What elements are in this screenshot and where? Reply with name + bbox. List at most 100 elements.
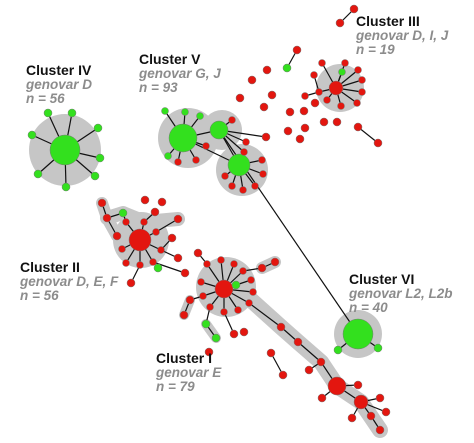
node-c11 bbox=[310, 71, 318, 79]
node-iv4 bbox=[95, 153, 105, 163]
node-s9 bbox=[285, 107, 295, 117]
cluster-ii-count: n = 56 bbox=[20, 287, 59, 303]
cluster-iii-label: Cluster III genovar D, I, J n = 19 bbox=[356, 14, 448, 57]
node-s5 bbox=[262, 65, 272, 75]
node-k7 bbox=[375, 425, 385, 435]
edge bbox=[248, 302, 282, 328]
node-k6 bbox=[366, 411, 376, 421]
node-b20 bbox=[126, 278, 136, 288]
node-d18 bbox=[179, 310, 189, 320]
node-b17 bbox=[167, 233, 177, 243]
cluster-ii-genovar: genovar D, E, F bbox=[20, 273, 119, 289]
node-d2 bbox=[217, 256, 225, 264]
node-b4 bbox=[157, 246, 165, 254]
node-k3 bbox=[316, 357, 326, 367]
node-v2 bbox=[209, 120, 229, 140]
node-c7 bbox=[337, 102, 345, 110]
node-vm bbox=[228, 182, 236, 190]
node-d10 bbox=[206, 303, 214, 311]
node-b21 bbox=[153, 263, 163, 273]
cluster-iii-name: Cluster III bbox=[356, 13, 420, 29]
network-nodes bbox=[27, 4, 391, 435]
node-iv8 bbox=[27, 130, 37, 140]
node-c6 bbox=[353, 99, 361, 107]
node-d22 bbox=[229, 329, 239, 339]
node-vj bbox=[242, 138, 250, 146]
cluster-i-count: n = 79 bbox=[156, 378, 195, 394]
node-d8 bbox=[234, 306, 242, 314]
node-s10 bbox=[300, 123, 310, 133]
node-s16 bbox=[310, 98, 320, 108]
cluster-v-genovar: genovar G, J bbox=[139, 65, 221, 81]
node-v3 bbox=[227, 153, 251, 177]
node-iii bbox=[328, 80, 344, 96]
node-s14 bbox=[259, 102, 269, 112]
cluster-iv-genovar: genovar D bbox=[26, 76, 93, 92]
node-s19 bbox=[373, 138, 383, 148]
node-c9 bbox=[315, 88, 323, 96]
node-ii bbox=[128, 228, 152, 252]
node-k14 bbox=[266, 348, 276, 358]
node-d11 bbox=[199, 292, 207, 300]
node-i1 bbox=[214, 279, 234, 299]
node-b5 bbox=[149, 258, 157, 266]
node-k5 bbox=[353, 394, 369, 410]
node-k12 bbox=[317, 393, 327, 403]
node-b12 bbox=[112, 231, 122, 241]
node-b7 bbox=[122, 259, 130, 267]
node-c1 bbox=[318, 59, 326, 67]
node-k15 bbox=[278, 370, 288, 380]
node-d7 bbox=[245, 299, 253, 307]
node-vb bbox=[181, 108, 189, 116]
node-b2 bbox=[140, 218, 148, 226]
node-d1 bbox=[203, 260, 211, 268]
node-iv2 bbox=[67, 108, 77, 118]
node-vi bbox=[342, 318, 374, 350]
node-d19 bbox=[201, 319, 211, 329]
node-s13 bbox=[332, 117, 342, 127]
node-c10 bbox=[338, 68, 346, 76]
node-vg bbox=[202, 142, 210, 150]
node-iv6 bbox=[61, 182, 71, 192]
node-d15 bbox=[270, 257, 280, 267]
node-vk bbox=[240, 148, 248, 156]
cluster-ii-name: Cluster II bbox=[20, 259, 80, 275]
node-s2 bbox=[335, 18, 345, 28]
node-vf bbox=[192, 156, 200, 164]
cluster-i-label: Cluster I genovar E n = 79 bbox=[156, 351, 221, 394]
node-s11 bbox=[295, 134, 305, 144]
node-c2 bbox=[341, 59, 349, 67]
node-c5 bbox=[358, 88, 366, 96]
node-k8 bbox=[381, 407, 391, 417]
node-b1 bbox=[122, 218, 130, 226]
node-iv1 bbox=[43, 108, 53, 118]
node-vn bbox=[239, 186, 247, 194]
node-k10 bbox=[347, 413, 357, 423]
node-vr bbox=[261, 132, 271, 142]
node-vq bbox=[258, 156, 266, 164]
node-k13 bbox=[304, 365, 314, 375]
node-iv5 bbox=[90, 171, 100, 181]
node-s18 bbox=[353, 122, 363, 132]
node-k11 bbox=[353, 380, 363, 390]
node-k4 bbox=[327, 376, 347, 396]
edge bbox=[297, 341, 322, 363]
node-b18 bbox=[173, 253, 183, 263]
node-s7 bbox=[235, 93, 245, 103]
node-vi1 bbox=[373, 343, 383, 353]
cluster-v-label: Cluster V genovar G, J n = 93 bbox=[139, 52, 221, 95]
cluster-vi-count: n = 40 bbox=[349, 299, 388, 315]
node-b15 bbox=[157, 197, 167, 207]
node-s15 bbox=[283, 126, 293, 136]
node-iv3 bbox=[93, 123, 103, 133]
node-d16 bbox=[193, 248, 203, 258]
cluster-iii-genovar: genovar D, I, J bbox=[356, 27, 449, 43]
node-d4 bbox=[239, 267, 247, 275]
node-s17 bbox=[299, 106, 309, 116]
node-vi2 bbox=[333, 345, 343, 355]
node-b9 bbox=[118, 208, 128, 218]
node-d12 bbox=[197, 278, 205, 286]
node-d20 bbox=[211, 333, 221, 343]
